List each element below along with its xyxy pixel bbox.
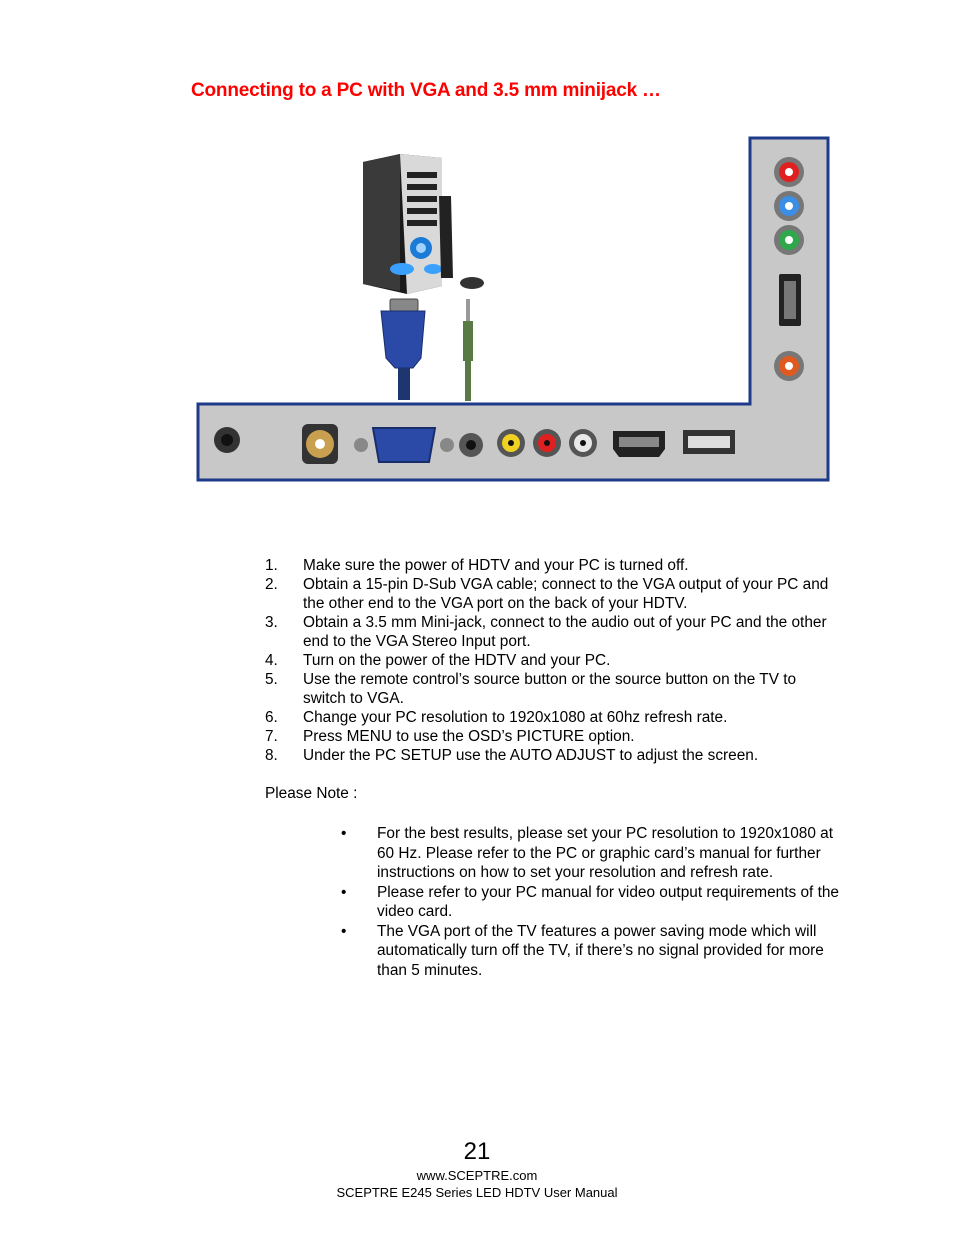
rca-red-jack-icon [774,351,804,381]
rca-red-jack-icon [533,429,561,457]
note-item: •For the best results, please set your P… [341,825,833,881]
step-item: 3.Obtain a 3.5 mm Mini-jack, connect to … [265,614,827,650]
page-heading: Connecting to a PC with VGA and 3.5 mm m… [191,80,661,101]
page-footer: 21 www.SCEPTRE.com SCEPTRE E245 Series L… [0,1137,954,1201]
step-item: 7.Press MENU to use the OSD’s PICTURE op… [265,728,635,745]
audio-minijack-icon [463,299,473,401]
pc-tower-icon [363,154,442,294]
step-item: 5.Use the remote control’s source button… [265,671,797,707]
headphone-jack-icon [214,427,240,453]
coax-port-icon [302,424,338,464]
note-list: •For the best results, please set your P… [339,824,839,980]
manual-title: SCEPTRE E245 Series LED HDTV User Manual [336,1185,618,1200]
keyboard-icon [439,196,453,278]
hdmi-port-icon [613,431,665,457]
rca-yellow-jack-icon [497,429,525,457]
step-item: 8.Under the PC SETUP use the AUTO ADJUST… [265,747,759,764]
page-number: 21 [463,1138,491,1165]
tv-back-panel [196,136,830,482]
rca-green-jack-icon [774,225,804,255]
note-item: •The VGA port of the TV features a power… [341,922,824,979]
instruction-steps: 1.Make sure the power of HDTV and your P… [265,556,840,765]
hdmi-port-icon [779,274,801,326]
rca-blue-jack-icon [774,191,804,221]
step-item: 4.Turn on the power of the HDTV and your… [265,652,611,669]
headphone-jack-icon [459,433,483,457]
connection-diagram [196,136,830,482]
rca-red-jack-icon [774,157,804,187]
step-item: 1.Make sure the power of HDTV and your P… [265,557,689,574]
website-link: www.SCEPTRE.com [416,1168,538,1183]
mouse-icon [460,277,484,289]
note-item: •Please refer to your PC manual for vide… [341,883,839,921]
vga-port-icon [354,427,454,463]
step-item: 2.Obtain a 15-pin D-Sub VGA cable; conne… [265,576,829,612]
usb-port-icon [683,430,735,454]
vga-cable-icon [380,298,426,400]
step-item: 6.Change your PC resolution to 1920x1080… [265,709,728,726]
rca-white-jack-icon [569,429,597,457]
note-label: Please Note : [265,785,358,802]
